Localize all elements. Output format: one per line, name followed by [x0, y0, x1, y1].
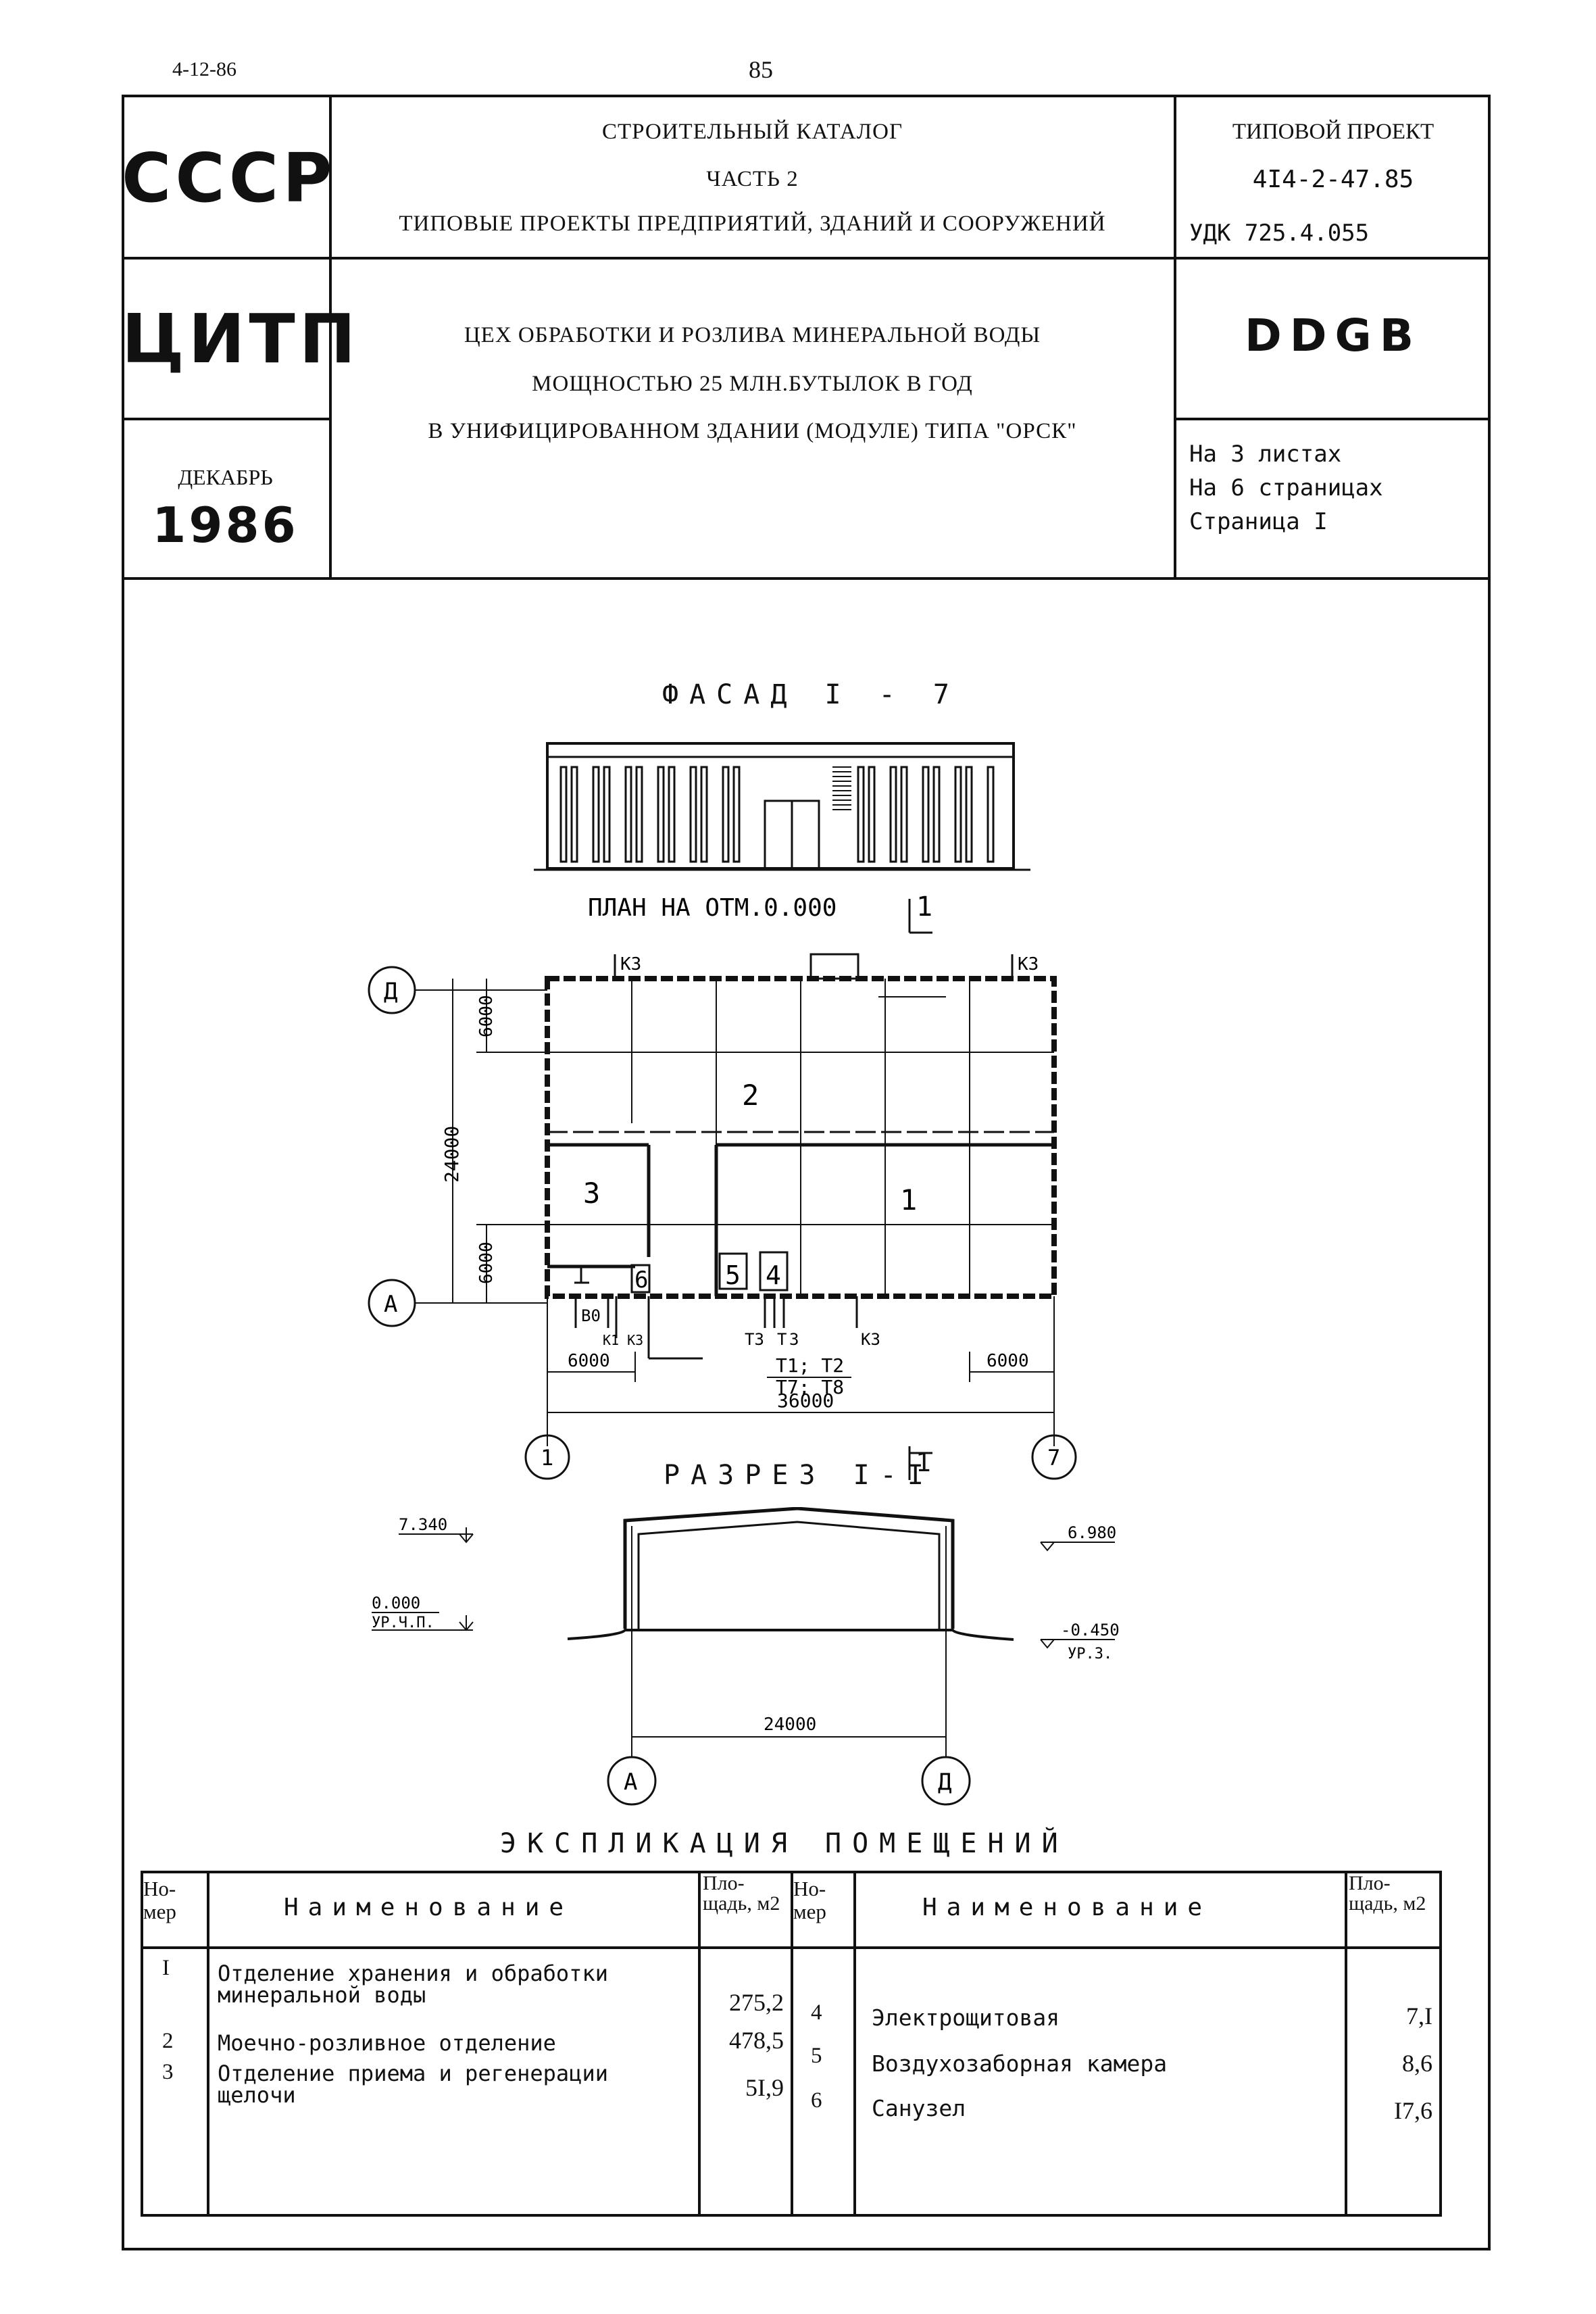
- room-4-label: 4: [766, 1260, 781, 1290]
- dim-6000-right: 6000: [987, 1351, 1029, 1371]
- table-cell-num: 3: [162, 2060, 174, 2084]
- page-number: 85: [749, 56, 773, 83]
- axis-d-label: Д: [384, 978, 397, 1005]
- t3b-label: 3: [789, 1330, 799, 1349]
- document-code: DDGB: [1244, 310, 1422, 362]
- section-axis-a: А: [624, 1769, 637, 1796]
- room-6-label: 6: [634, 1266, 648, 1294]
- sheet-frame: [122, 95, 1491, 2250]
- t-label: Т: [777, 1330, 787, 1349]
- table-cell-name: Отделение приема и регенерации щелочи: [218, 2061, 608, 2108]
- dim-6000-top: 6000: [476, 995, 497, 1037]
- catalog-line-2: ЧАСТЬ 2: [706, 167, 799, 191]
- org-ussr: СССР: [122, 139, 336, 218]
- section-axis-d: Д: [938, 1769, 951, 1796]
- section-mark-top: 1: [916, 891, 932, 922]
- floor-plan-drawing: ПЛАН НА ОТМ.0.000 1 5 4 6 3 2 1 К3 К3 Д: [368, 891, 1077, 1480]
- table-col-divider: [207, 1871, 209, 2217]
- table-cell-area: 7,I: [1406, 2002, 1432, 2029]
- project-number: 4I4-2-47.85: [1252, 166, 1414, 193]
- section-title: РАЗРЕЗ I-I: [664, 1460, 934, 1491]
- title-line-1: ЦЕХ ОБРАБОТКИ И РОЗЛИВА МИНЕРАЛЬНОЙ ВОДЫ: [464, 323, 1041, 347]
- table-cell-name: Моечно-розливное отделение: [218, 2030, 556, 2056]
- room-2-label: 2: [742, 1079, 759, 1112]
- t3-label: Т3: [745, 1330, 764, 1349]
- dim-36000: 36000: [777, 1389, 834, 1412]
- table-cell-name: Санузел: [872, 2095, 966, 2121]
- facade-title: ФАСАД I - 7: [662, 679, 960, 710]
- table-cell-num: 5: [811, 2044, 822, 2068]
- explication-title: ЭКСПЛИКАЦИЯ ПОМЕЩЕНИЙ: [500, 1828, 1069, 1859]
- t1t2-label: Т1; Т2: [776, 1354, 844, 1377]
- issue-month: ДЕКАБРЬ: [178, 465, 273, 489]
- plan-title: ПЛАН НА ОТМ.0.000: [588, 894, 837, 922]
- table-cell-num: I: [162, 1956, 170, 1980]
- level-7340: 7.340: [399, 1515, 447, 1534]
- col-area-header: Пло- щадь, м2: [703, 1872, 780, 1915]
- dim-6000-left: 6000: [568, 1351, 610, 1371]
- catalog-line-3: ТИПОВЫЕ ПРОЕКТЫ ПРЕДПРИЯТИЙ, ЗДАНИЙ И СО…: [399, 212, 1106, 236]
- col-area-header: Пло- щадь, м2: [1349, 1872, 1426, 1915]
- page-count: На 6 страницах: [1189, 474, 1383, 501]
- header-divider: [1174, 418, 1491, 420]
- table-col-divider: [698, 1871, 701, 2217]
- k1k3-label: К1 К3: [603, 1332, 643, 1348]
- date-stamp: 4-12-86: [172, 58, 236, 80]
- sheet-count: На 3 листах: [1189, 441, 1342, 468]
- catalog-line-1: СТРОИТЕЛЬНЫЙ КАТАЛОГ: [601, 120, 903, 144]
- title-line-3: В УНИФИЦИРОВАННОМ ЗДАНИИ (МОДУЛЕ) ТИПА "…: [428, 419, 1077, 443]
- col-name-header: Наименование: [284, 1894, 574, 1921]
- table-col-divider: [791, 1871, 793, 2217]
- title-line-2: МОЩНОСТЬЮ 25 МЛН.БУТЫЛОК В ГОД: [532, 372, 973, 396]
- room-3-label: 3: [583, 1177, 600, 1210]
- table-cell-num: 4: [811, 2000, 822, 2025]
- table-cell-num: 6: [811, 2088, 822, 2113]
- level-ur-ch-p: УР.Ч.П.: [372, 1615, 434, 1631]
- header-divider: [122, 577, 1491, 580]
- table-cell-name: Электрощитовая: [872, 2004, 1060, 2031]
- table-col-divider: [853, 1871, 856, 2217]
- table-cell-area: 275,2: [729, 1989, 784, 2016]
- table-cell-area: 8,6: [1402, 2050, 1432, 2077]
- table-cell-name: Отделение хранения и обработки минеральн…: [218, 1961, 608, 2008]
- dim-24000-vertical: 24000: [441, 1126, 463, 1183]
- level-0000: 0.000: [372, 1594, 420, 1613]
- room-1-label: 1: [900, 1183, 917, 1216]
- header-divider: [1174, 95, 1176, 578]
- udk-code: УДК 725.4.055: [1189, 220, 1370, 247]
- col-name-header: Наименование: [922, 1894, 1212, 1921]
- section-mark-bottom: 1: [916, 1448, 931, 1477]
- level-6980: 6.980: [1068, 1523, 1116, 1542]
- table-cell-area: I7,6: [1394, 2097, 1432, 2124]
- dim-6000-bottom: 6000: [476, 1241, 497, 1284]
- t7t8-label: Т7; Т8: [776, 1376, 844, 1398]
- table-col-divider: [1345, 1871, 1347, 2217]
- header-divider: [329, 95, 332, 578]
- k3-label: К3: [620, 954, 641, 975]
- axis-1-label: 1: [541, 1445, 553, 1471]
- table-cell-area: 478,5: [729, 2027, 784, 2054]
- header-divider: [122, 418, 331, 420]
- issue-year: 1986: [152, 497, 299, 553]
- header-divider: [122, 257, 1491, 260]
- k3-label: К3: [1018, 954, 1039, 975]
- col-num-header: Но- мер: [143, 1877, 176, 1923]
- k3-label-bottom: К3: [861, 1330, 880, 1349]
- project-label: ТИПОВОЙ ПРОЕКТ: [1232, 120, 1435, 144]
- axis-7-label: 7: [1047, 1445, 1060, 1471]
- col-num-header: Но- мер: [793, 1877, 826, 1923]
- axis-a-label: А: [384, 1291, 397, 1318]
- facade-drawing: [534, 742, 1030, 871]
- dim-section-24000: 24000: [764, 1715, 816, 1735]
- page-index: Страница I: [1189, 508, 1328, 535]
- v0-label: В0: [581, 1306, 601, 1325]
- org-citp: ЦИТП: [122, 299, 360, 378]
- level-0450: -0.450: [1061, 1621, 1120, 1640]
- room-5-label: 5: [725, 1260, 741, 1290]
- table-cell-name: Воздухозаборная камера: [872, 2050, 1168, 2077]
- section-drawing: 7.340 0.000 УР.Ч.П. 6.980 -0.450 УР.З. 2…: [372, 1507, 1120, 1806]
- level-ur-z: УР.З.: [1068, 1646, 1112, 1663]
- table-cell-num: 2: [162, 2029, 174, 2053]
- table-cell-area: 5I,9: [745, 2074, 784, 2101]
